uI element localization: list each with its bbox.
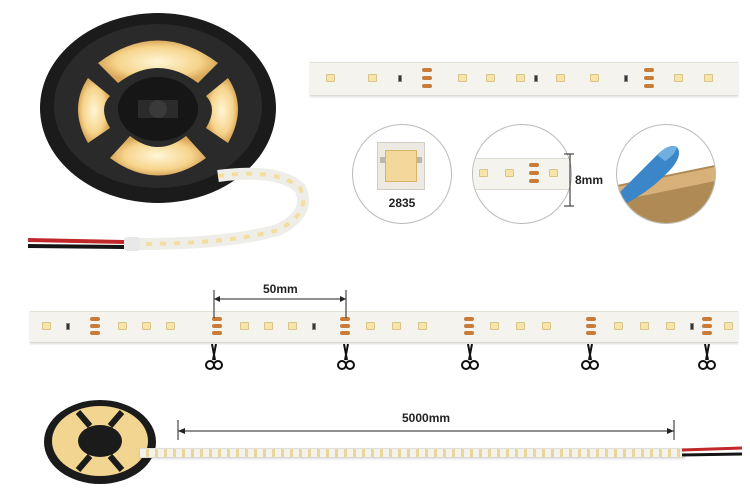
led-strip-unrolled: [140, 448, 685, 458]
scissors-icon: [461, 344, 479, 370]
scissors-icon: [581, 344, 599, 370]
led-strip-cut-points: [30, 311, 738, 343]
adhesive-tape-circle: [616, 124, 716, 224]
scissors-icon: [698, 344, 716, 370]
cut-spacing-dimension: [213, 290, 347, 318]
chip-type-label: 2835: [388, 196, 416, 210]
scissors-icon: [205, 344, 223, 370]
strip-width-circle: [472, 124, 572, 224]
width-label: 8mm: [575, 173, 604, 187]
width-dimension-marker: [564, 153, 574, 207]
led-reel-large: [28, 13, 310, 251]
chip-detail-circle: 2835: [352, 124, 452, 224]
scissors-icon: [337, 344, 355, 370]
led-strip-closeup: [310, 62, 738, 96]
cut-spacing-label: 50mm: [263, 282, 298, 296]
length-label: 5000mm: [399, 411, 454, 425]
led-reel-small: [44, 400, 156, 484]
power-wire: [682, 446, 742, 457]
length-dimension: [177, 420, 675, 440]
tape-peel-icon: [617, 146, 715, 223]
